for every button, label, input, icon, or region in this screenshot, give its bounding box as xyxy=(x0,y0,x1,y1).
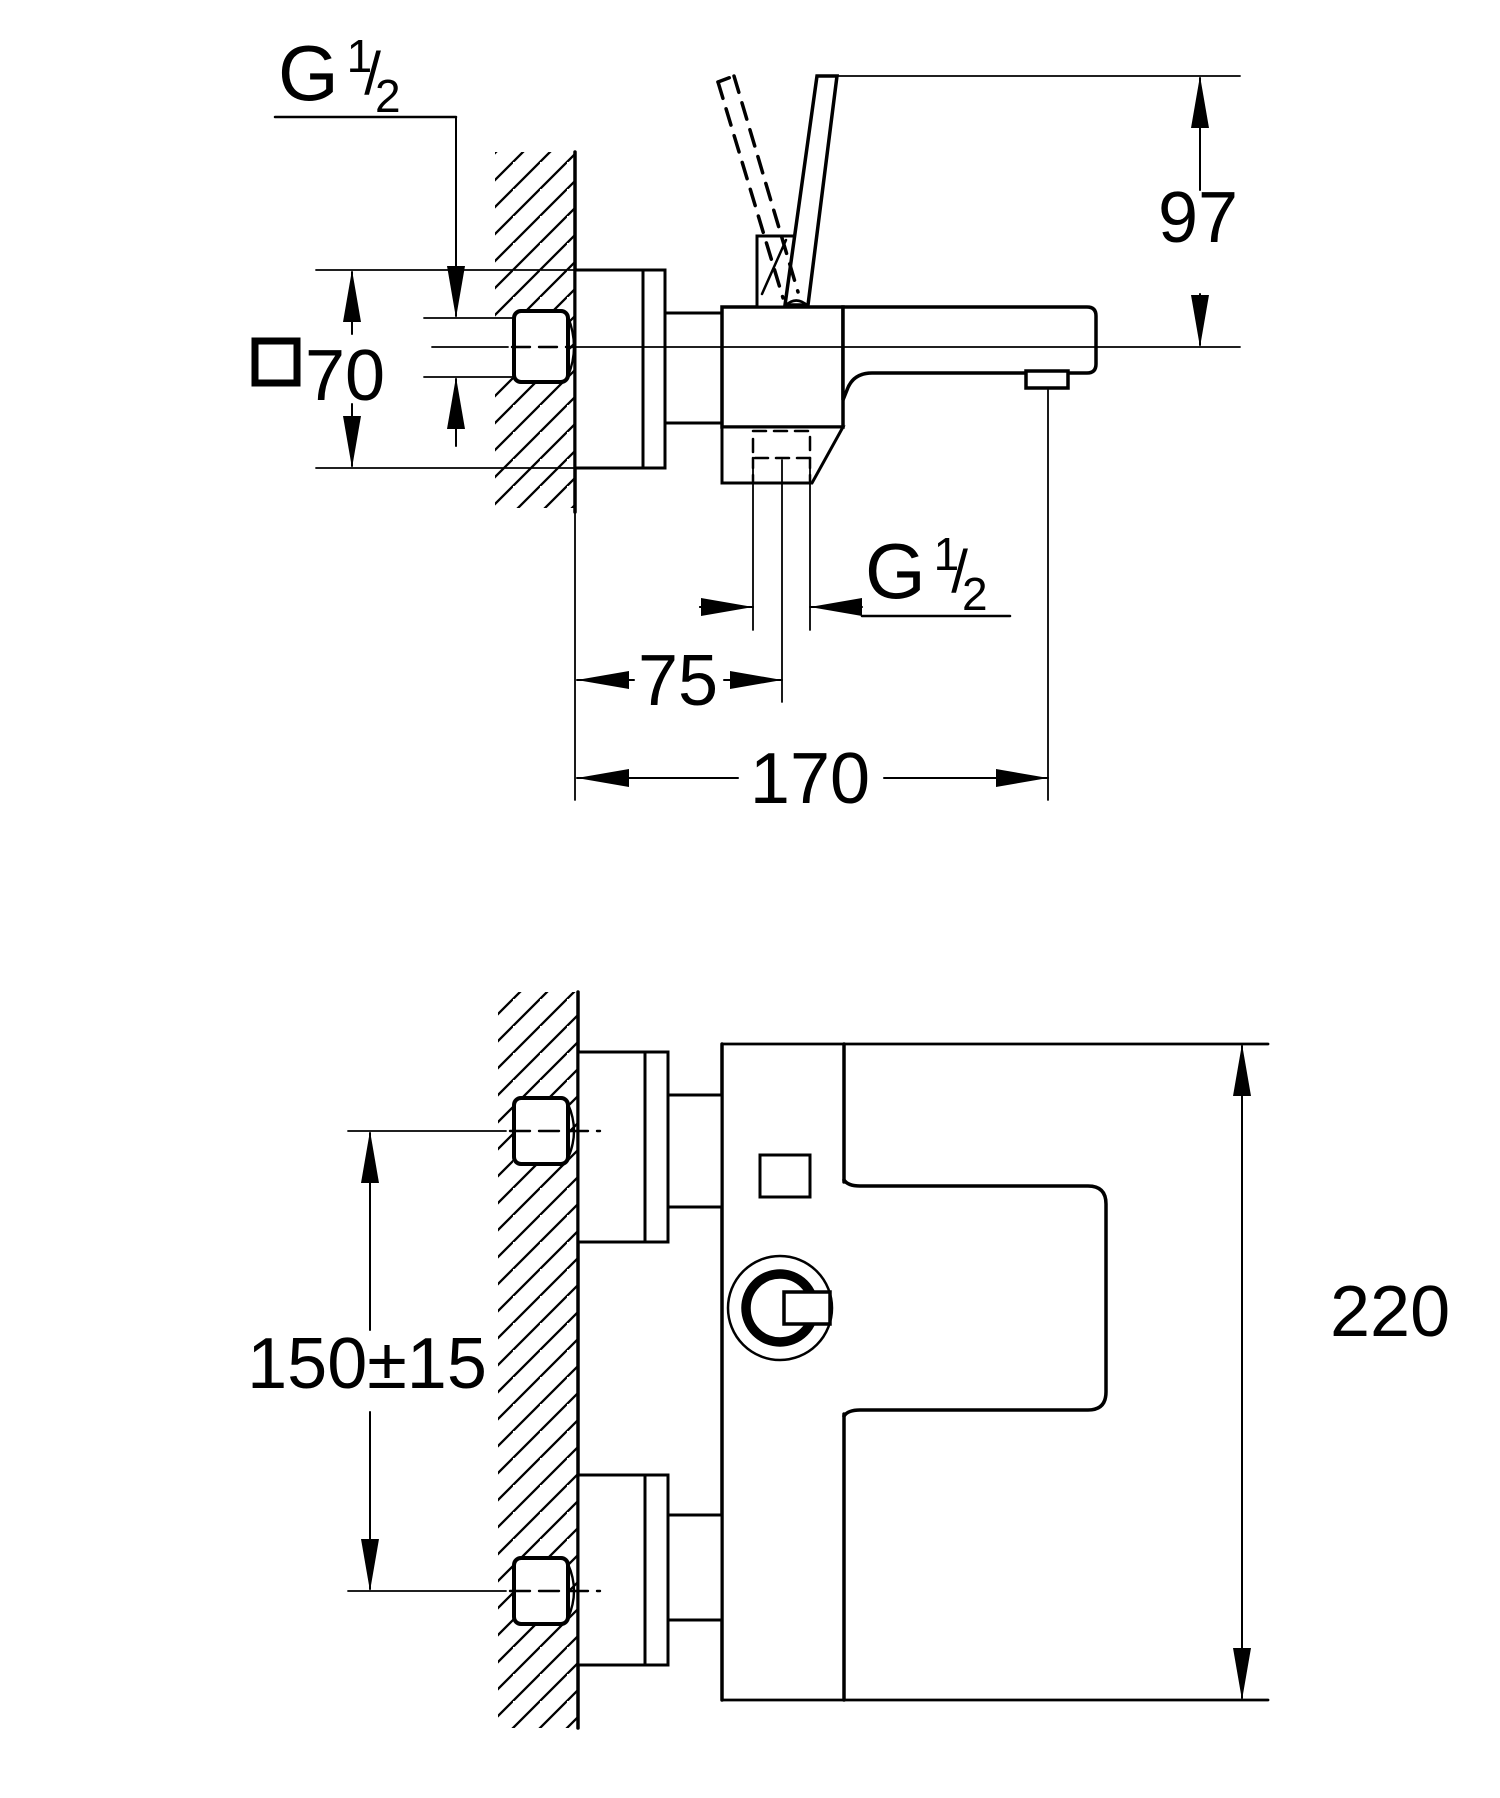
escutcheon xyxy=(573,268,645,470)
connection-neck xyxy=(666,1093,724,1209)
dimension-escutcheon-70: 70 xyxy=(251,269,576,469)
plan-view: 150±15 220 xyxy=(247,990,1450,1730)
connection-neck xyxy=(663,311,724,425)
escutcheon-ring xyxy=(641,268,667,470)
escutcheon xyxy=(576,1473,647,1667)
union-bottom xyxy=(512,1473,724,1667)
fixture-outline xyxy=(720,1042,1270,1702)
handle-hub xyxy=(726,1254,834,1362)
union-centerlines xyxy=(347,1129,602,1593)
mixer-body xyxy=(720,305,845,429)
dimension-97: 97 xyxy=(837,75,1241,347)
body-screw-cover xyxy=(758,1153,812,1199)
lever-joint xyxy=(783,299,810,308)
svg-text:G1/2: G1/2 xyxy=(278,29,401,122)
escutcheon xyxy=(576,1050,647,1244)
g-denominator: 2 xyxy=(375,70,401,122)
dim-150-text: 150±15 xyxy=(247,1324,487,1404)
dimension-170: 170 xyxy=(576,389,1049,819)
dimension-outlet-thread xyxy=(699,461,863,631)
g-slash: / xyxy=(364,40,381,107)
escutcheon-ring xyxy=(643,1473,670,1667)
connection-neck xyxy=(666,1513,724,1622)
g-slash: / xyxy=(951,538,968,605)
spout xyxy=(841,305,1098,401)
svg-text:G1/2: G1/2 xyxy=(865,527,988,620)
g-numerator: 1 xyxy=(934,528,960,580)
g-symbol: G xyxy=(278,29,339,117)
g-numerator: 1 xyxy=(347,30,373,82)
lever-handle-closed-dashed xyxy=(716,74,800,300)
escutcheon-ring xyxy=(643,1050,670,1244)
dim-97-text: 97 xyxy=(1158,178,1238,258)
lever-handle-open xyxy=(782,74,839,307)
shower-outlet-hidden-thread xyxy=(751,429,812,460)
dimension-75: 75 xyxy=(576,459,783,721)
dim-220-text: 220 xyxy=(1330,1272,1450,1352)
handle-hub-key xyxy=(782,1290,832,1326)
dim-75-text: 75 xyxy=(638,641,718,721)
dimension-150: 150±15 xyxy=(247,1131,487,1591)
dim-70-text: 70 xyxy=(305,336,385,416)
cartridge-detail-line xyxy=(760,238,788,296)
dim-170-text: 170 xyxy=(750,739,870,819)
spout-notch-contour xyxy=(842,1178,1108,1418)
g-denominator: 2 xyxy=(962,568,988,620)
aerator-outlet xyxy=(1024,369,1070,390)
square-symbol xyxy=(251,337,301,387)
g-symbol: G xyxy=(865,527,926,615)
dimension-220: 220 xyxy=(1233,1044,1450,1700)
